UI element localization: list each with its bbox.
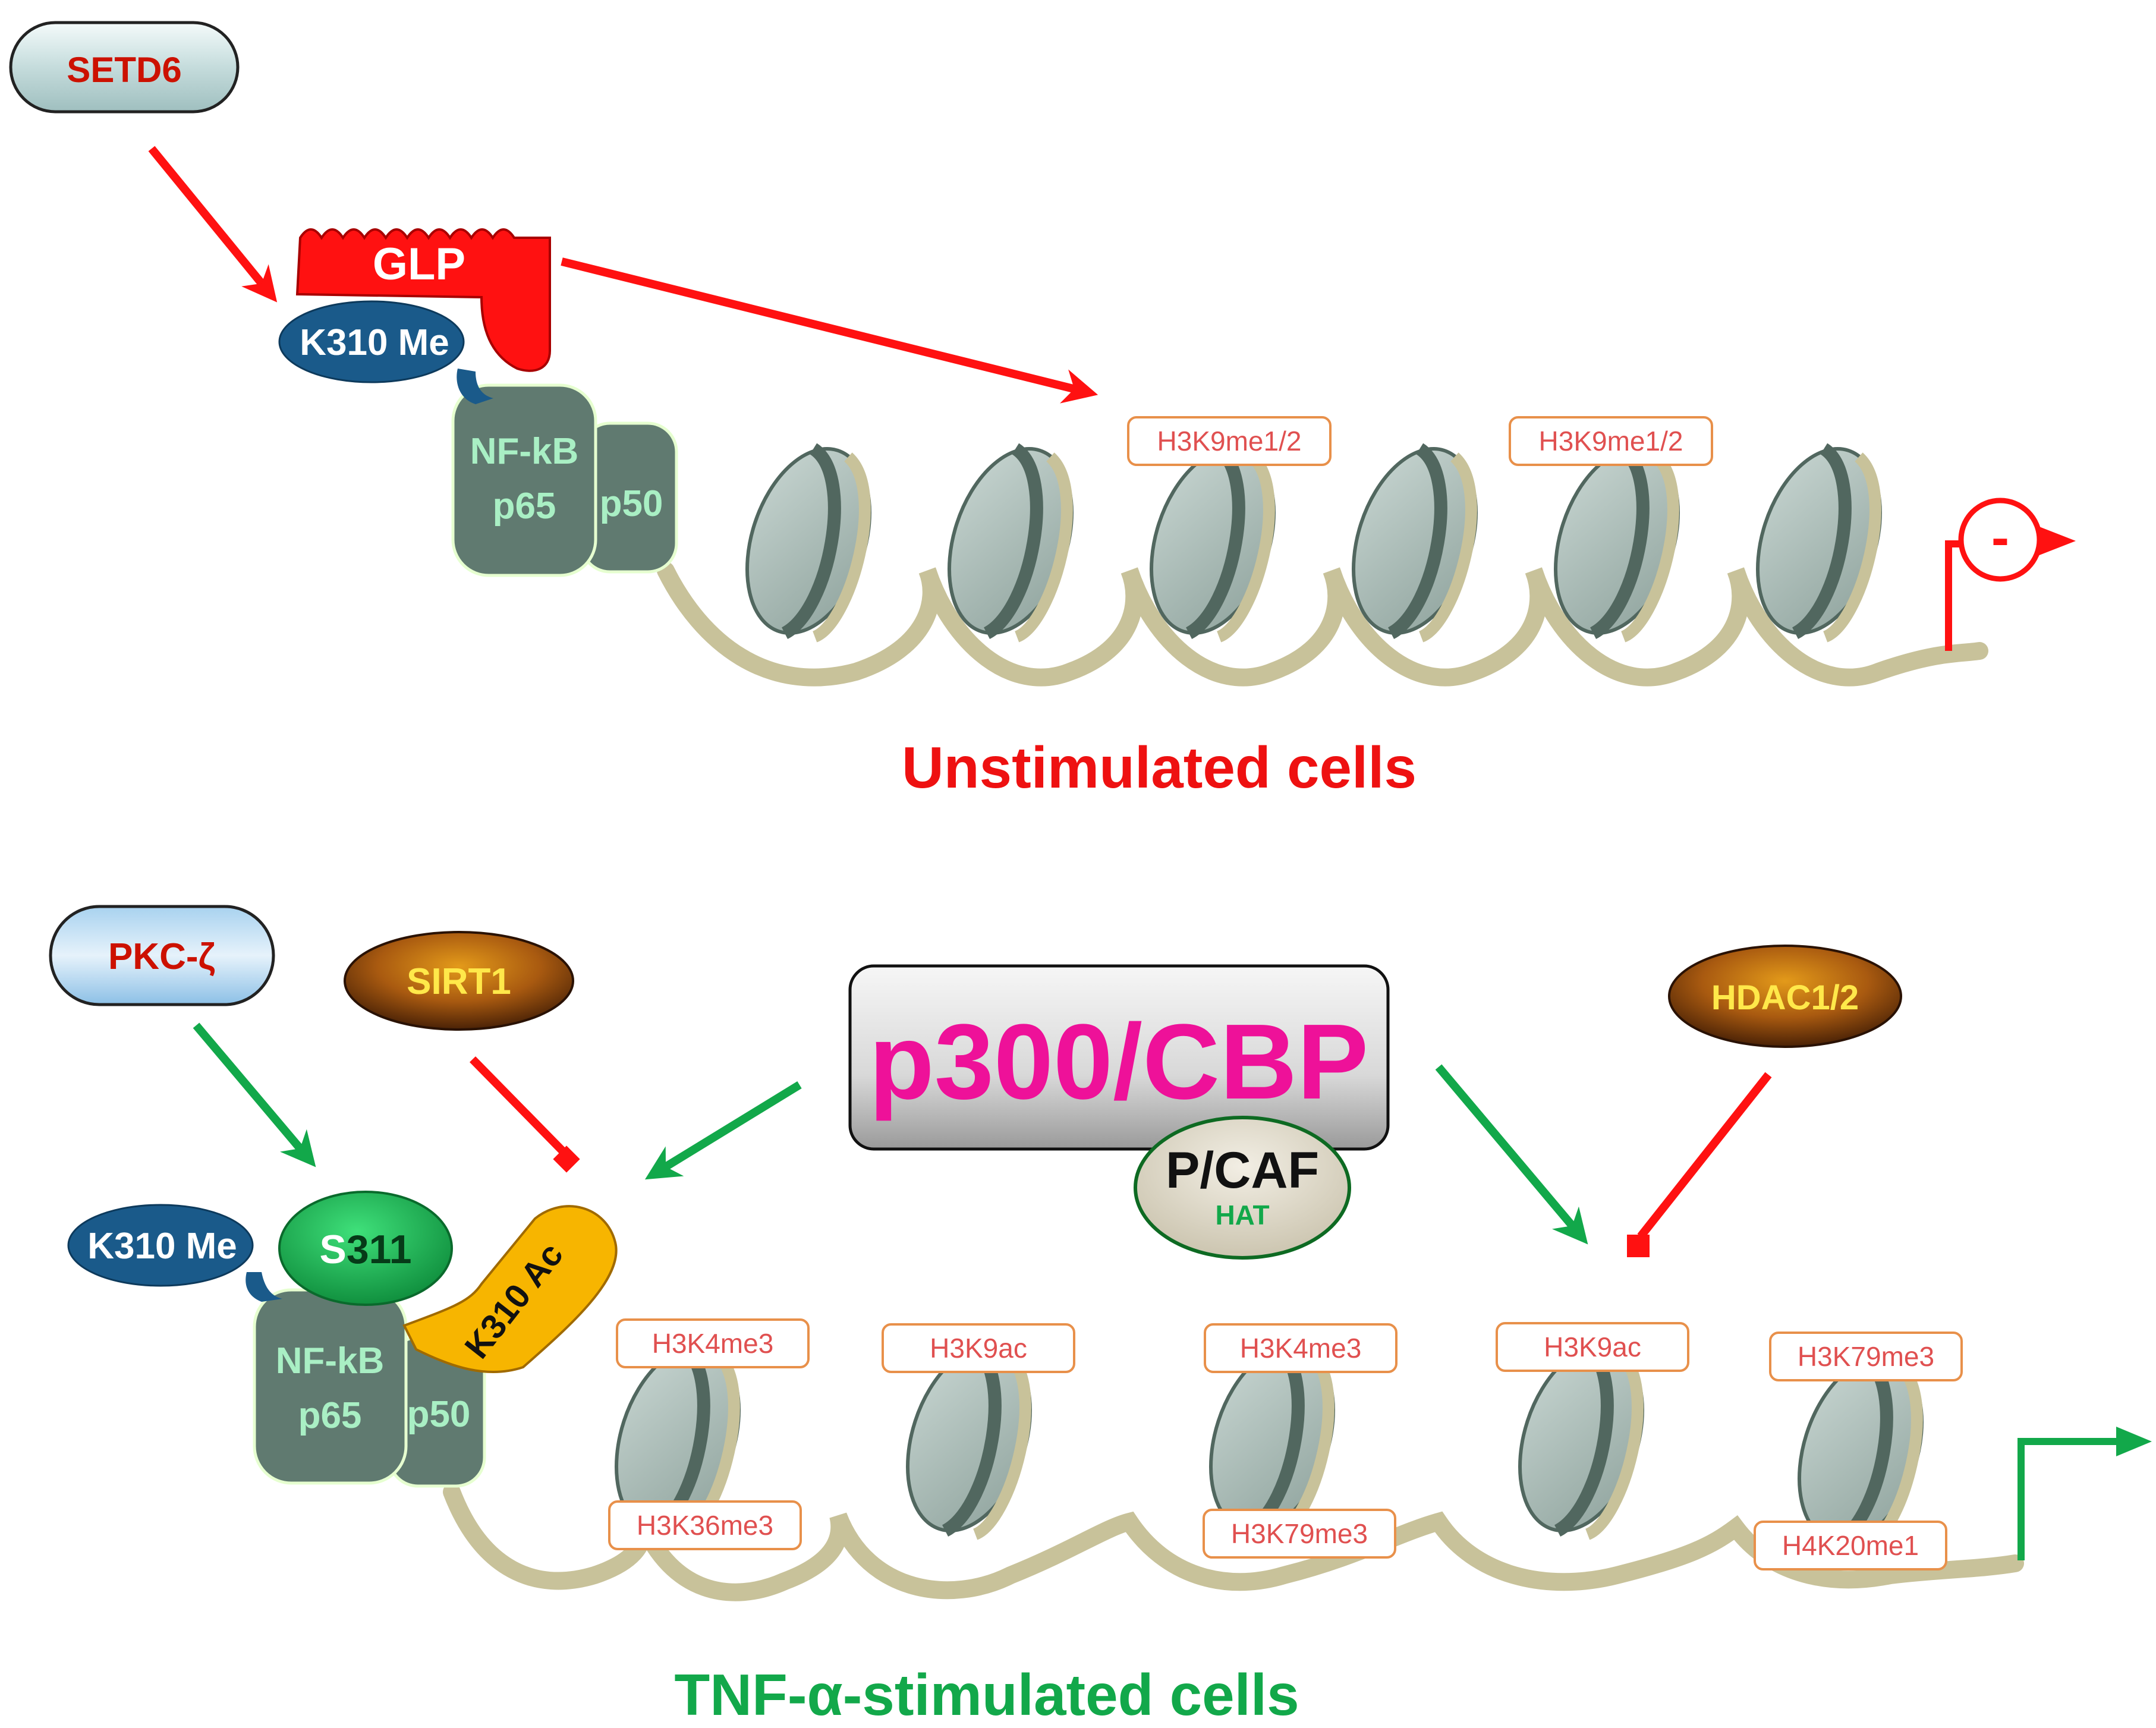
nucleosome [948,443,1074,643]
hdac-protein: HDAC1/2 [1668,945,1902,1048]
hdac-inhibition [1627,1072,1772,1257]
svg-text:H3K4me3: H3K4me3 [1240,1333,1362,1364]
svg-text:p50: p50 [407,1394,471,1435]
repressed-promoter: - [1945,498,2076,651]
svg-text:H3K9ac: H3K9ac [930,1333,1027,1364]
bottom-histone-mark: H3K79me3 [1203,1509,1396,1559]
promoter-arrowhead-icon [2038,526,2076,556]
pkc-to-s311-arrow [193,1022,316,1167]
svg-text:S311: S311 [319,1227,411,1272]
svg-text:K310 Me: K310 Me [300,322,449,363]
nucleosome [1756,443,1882,643]
top-caption: Unstimulated cells [902,735,1417,800]
svg-text:SETD6: SETD6 [67,50,181,90]
active-promoter [2017,1427,2152,1560]
bottom-histone-mark: H4K20me1 [1754,1521,1947,1570]
nucleosome [906,1340,1032,1540]
bottom-histone-mark: H3K9ac [1496,1322,1689,1372]
svg-text:H3K9me1/2: H3K9me1/2 [1157,426,1302,457]
nucleosome [1518,1340,1644,1540]
bottom-histone-mark: H3K4me3 [1204,1323,1398,1373]
p65-subunit [451,383,597,577]
svg-text:H3K79me3: H3K79me3 [1231,1518,1368,1549]
top-nfkb-complex: NF-kB p65 p50 [451,383,678,577]
nucleosome [1352,443,1478,643]
bottom-histone-mark: H3K9ac [882,1323,1075,1373]
svg-text:SIRT1: SIRT1 [407,961,511,1002]
top-nucleosomes [745,443,1882,643]
svg-text:K310 Me: K310 Me [87,1226,237,1267]
top-k310-me: K310 Me [278,300,493,404]
svg-text:NF-kB: NF-kB [276,1340,385,1381]
svg-text:p300/CBP: p300/CBP [869,1002,1368,1122]
bottom-panel: H3K4me3 H3K9ac H3K4me3 H3K9ac H3K79me3 H… [49,905,2152,1727]
top-panel: H3K9me1/2 H3K9me1/2 - NF-kB p65 p50 K310… [9,21,2076,800]
pcaf-protein: P/CAF HAT [1134,1116,1351,1260]
bottom-k310-me: K310 Me [67,1204,282,1302]
sirt1-inhibition [470,1056,580,1173]
svg-text:H3K79me3: H3K79me3 [1798,1341,1934,1372]
svg-text:NF-kB: NF-kB [470,431,579,472]
glp-to-chromatin-arrow [561,257,1099,404]
svg-text:H3K9me1/2: H3K9me1/2 [1539,426,1683,457]
p65-subunit [253,1288,408,1485]
top-histone-mark: H3K9me1/2 [1127,416,1332,466]
svg-text:GLP: GLP [373,239,465,289]
sirt1-protein: SIRT1 [344,931,574,1031]
bottom-histone-mark: H3K79me3 [1769,1332,1963,1381]
svg-text:H3K9ac: H3K9ac [1544,1332,1641,1362]
top-dna-strand [657,562,1988,687]
svg-text:-: - [1991,508,2009,568]
svg-text:p65: p65 [493,486,556,527]
svg-text:H3K4me3: H3K4me3 [652,1328,774,1359]
svg-text:H3K36me3: H3K36me3 [637,1510,773,1541]
setd6-to-k310me-arrow [148,146,278,303]
promoter-arrowhead-icon [2116,1427,2152,1456]
bottom-caption: TNF-α-stimulated cells [674,1662,1299,1727]
pkc-zeta-protein: PKC-ζ [49,905,275,1006]
bottom-histone-mark: H3K36me3 [608,1500,802,1550]
bottom-nucleosomes [615,1340,1924,1552]
p300-to-k310ac-arrow [644,1081,802,1180]
glp-protein: GLP [295,228,551,372]
svg-text:H4K20me1: H4K20me1 [1782,1530,1919,1561]
p300-to-chromatin-arrow [1435,1064,1588,1245]
bottom-histone-mark: H3K4me3 [616,1318,810,1368]
setd6-protein: SETD6 [9,21,240,114]
svg-text:p50: p50 [600,483,663,524]
svg-text:HAT: HAT [1215,1200,1269,1230]
nucleosome [745,443,871,643]
top-histone-mark: H3K9me1/2 [1509,416,1713,466]
p300-cbp-complex: p300/CBP [848,964,1390,1151]
svg-text:p65: p65 [298,1395,362,1436]
svg-text:P/CAF: P/CAF [1166,1142,1319,1199]
bottom-nfkb-complex: NF-kB p65 p50 [253,1288,486,1488]
s311-site: S311 [278,1191,453,1306]
svg-text:PKC-ζ: PKC-ζ [108,936,215,977]
svg-text:HDAC1/2: HDAC1/2 [1711,978,1859,1017]
